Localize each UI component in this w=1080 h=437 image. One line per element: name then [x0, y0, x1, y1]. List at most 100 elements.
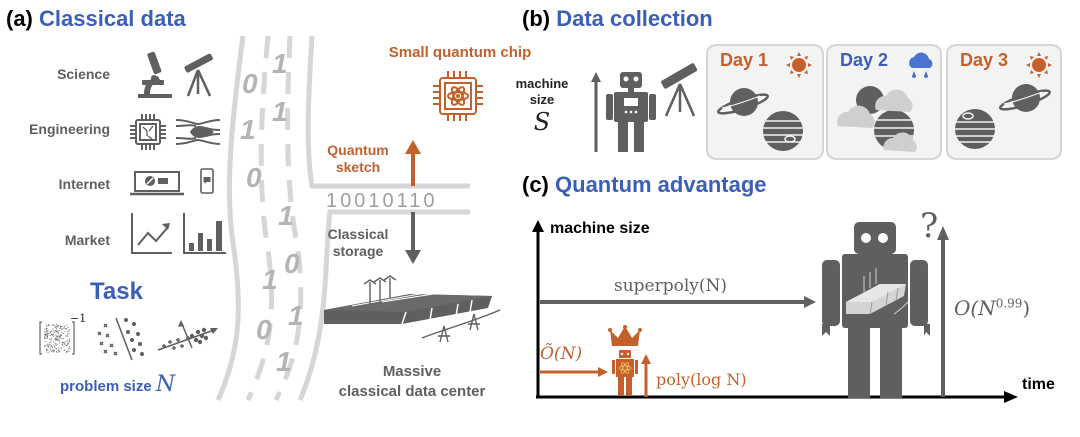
quantum-sketch-line-1: Quantum: [327, 142, 389, 158]
quantum-chip-label: Small quantum chip: [388, 44, 532, 61]
stream-outer-left-edge: [215, 35, 246, 402]
bit-digit-right: 0: [284, 248, 300, 279]
matrix-exponent: −1: [70, 312, 87, 325]
stream-inner-divider: [245, 35, 275, 402]
telescope-icon-b: [661, 63, 698, 117]
data-center-icon: [324, 275, 501, 343]
machine-size-label: machine size S: [514, 76, 570, 136]
big-size-arrowhead: [937, 226, 949, 240]
stream-inner-divider-2: [273, 35, 304, 402]
bit-digit-left: 0: [256, 314, 272, 345]
panel-c-title: (c) Quantum advantage: [522, 172, 767, 198]
sun-icon: [786, 52, 812, 78]
superpoly-arrowhead: [804, 296, 816, 308]
day-2-label: Day 2: [840, 50, 889, 70]
category-engineering: Engineering: [29, 121, 110, 137]
day-card-3: Day 3: [946, 44, 1062, 160]
microscope-icon: [138, 51, 172, 98]
machine-size-line-2: size: [529, 92, 555, 107]
quantum-arrowhead: [598, 367, 608, 377]
day-1-label: Day 1: [720, 50, 769, 70]
sun-icon: [1026, 52, 1052, 78]
bit-digit-left: 0: [242, 68, 258, 99]
panel-b-title: (b) Data collection: [522, 6, 713, 32]
classical-storage-line-1: Classical: [327, 226, 389, 242]
saturn-icon: [716, 88, 770, 116]
saturn-icon: [998, 84, 1052, 112]
x-axis-label: time: [1022, 376, 1055, 393]
bit-digit-left: 1: [262, 264, 278, 295]
machine-size-arrow: [591, 72, 601, 152]
panel-a-label: (a): [6, 6, 33, 31]
bit-digit-left: 1: [240, 114, 256, 145]
panel-b-label: (b): [522, 6, 551, 31]
quantum-complexity-label: Õ(N): [540, 344, 583, 364]
machine-size-symbol: S: [533, 108, 551, 136]
classical-storage-label: Classical storage: [318, 226, 398, 260]
task-title: Task: [90, 278, 143, 305]
problem-size-label: problem size N: [60, 372, 175, 397]
data-center-label: Massive classical data center: [322, 362, 502, 402]
quantum-robot-icon: [612, 350, 638, 396]
panel-a-heading: Classical data: [39, 6, 186, 31]
superpoly-label: superpoly(N): [614, 276, 728, 296]
bit-digit-right: 1: [288, 300, 304, 331]
big-machine-complexity-label: O(N0.99): [954, 296, 1030, 320]
stream-outer-right-edge: [305, 35, 470, 189]
quantum-chip-icon: [433, 71, 483, 121]
data-center-line-1: Massive: [382, 363, 442, 380]
circuit-chip-icon: [130, 114, 166, 150]
jupiter-icon: [762, 111, 804, 151]
poly-log-label: poly(log N): [656, 370, 747, 389]
day-card-2: Day 2: [826, 44, 942, 160]
quantum-sketch-label: Quantum sketch: [318, 142, 398, 176]
jupiter-icon: [954, 109, 996, 149]
rain-cloud-icon: [909, 52, 933, 78]
bit-digit-right: 1: [272, 96, 288, 127]
day-3-label: Day 3: [960, 50, 1009, 70]
crown-icon: [608, 325, 642, 346]
machine-size-line-1: machine: [515, 76, 569, 91]
panel-c-label: (c): [522, 172, 549, 197]
pca-icon: [157, 320, 218, 351]
category-internet: Internet: [58, 176, 110, 192]
bit-digit-right: 1: [272, 48, 288, 79]
quantum-sketch-line-2: sketch: [335, 159, 381, 175]
classical-storage-line-2: storage: [332, 243, 384, 259]
question-mark: ?: [920, 206, 939, 246]
problem-size-symbol: N: [155, 372, 176, 397]
small-size-arrowhead: [641, 354, 651, 364]
bit-string: 10010110: [326, 190, 438, 212]
line-chart-icon: [131, 213, 172, 254]
day-card-1: Day 1: [706, 44, 824, 160]
data-center-line-2: classical data center: [338, 383, 486, 400]
panel-a-title: (a) Classical data: [6, 6, 186, 32]
airflow-icon: [175, 119, 221, 145]
classical-robot-icon: [822, 222, 930, 398]
panel-c-heading: Quantum advantage: [555, 172, 767, 197]
bit-digit-right: 1: [276, 346, 292, 377]
bit-digit-left: 0: [246, 162, 262, 193]
telescope-icon: [184, 53, 213, 97]
big-machine-complexity-exponent: 0.99: [995, 296, 1023, 311]
problem-size-text: problem size: [60, 378, 152, 395]
cloudy-planets-icon: [837, 86, 917, 152]
robot-icon: [606, 72, 656, 152]
x-axis-arrowhead: [1004, 391, 1018, 403]
category-science: Science: [57, 66, 110, 82]
smartphone-icon: [200, 168, 214, 194]
big-machine-complexity-base: O(N: [954, 296, 996, 320]
laptop-icon: [130, 171, 184, 196]
category-market: Market: [64, 232, 110, 248]
bar-chart-icon: [183, 213, 226, 254]
classification-icon: [97, 317, 144, 361]
bit-digit-right: 1: [278, 200, 294, 231]
matrix-inverse-icon: [39, 321, 75, 355]
y-axis-arrowhead: [532, 220, 544, 232]
big-machine-complexity-close: ): [1022, 296, 1031, 320]
panel-b-heading: Data collection: [556, 6, 713, 31]
y-axis-label: machine size: [550, 220, 650, 237]
